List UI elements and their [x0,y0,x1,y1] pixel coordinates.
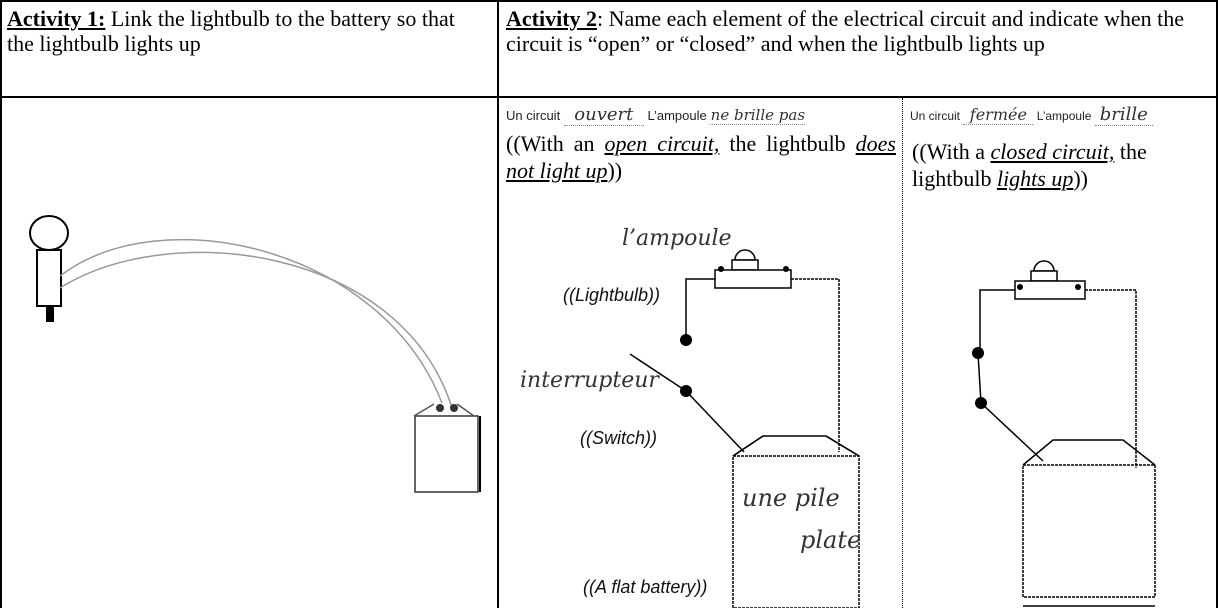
open-switch-handwritten-label: interrupteur [520,368,659,393]
open-caption-b: the lightbulb [719,131,856,156]
wire-2 [59,251,453,409]
lightbulb-glass [29,215,69,251]
activity1-header: Activity 1: Link the lightbulb to the ba… [7,6,487,56]
activity1-drawing [29,215,481,493]
closed-caption-em1: closed circuit, [990,139,1115,164]
closed-battery-body [1022,464,1156,598]
activity2-label: Activity 2 [506,6,598,31]
closed-caption: ((With a closed circuit, the lightbulb l… [912,138,1212,192]
closed-caption-a: ((With a [912,139,991,164]
open-circuit-answer: ouvert [563,104,644,126]
closed-switch-lever [977,352,982,404]
open-wire-left [685,278,715,336]
activity2-text: : Name each element of the electrical ci… [506,6,1185,56]
open-bulb-holder [731,259,759,271]
open-circuit-diagram [629,249,860,608]
activity2-header: Activity 2: Name each element of the ele… [506,6,1206,56]
closed-bulb-holder [1030,270,1058,282]
open-bulb-handwritten-label: l’ampoule [622,226,732,251]
open-bulb-answer: ne brille pas [710,106,806,125]
open-fill-line: Un circuit ouvert L’ampoule ne brille pa… [506,104,898,126]
closed-caption-c: )) [1073,166,1089,191]
lightbulb-contact [46,306,54,322]
activity2-panel-divider [902,98,903,608]
open-battery-body [732,455,860,608]
wire-1 [59,238,443,404]
activity1-label: Activity 1: [7,6,106,31]
closed-caption-em2: lights up [996,166,1074,191]
open-wire-right [791,278,840,452]
table-right-border [1216,0,1218,608]
battery-terminal-1 [436,404,444,412]
lightbulb-base [36,249,62,307]
open-caption-em1: open circuit, [604,131,720,156]
battery-terminal-2 [450,404,458,412]
header-divider [0,96,1218,98]
open-bulb-translation: ((Lightbulb)) [563,285,661,305]
open-bulb-socket [714,269,792,289]
table-top-border [0,0,1218,2]
closed-middle: L’ampoule [1036,109,1092,123]
closed-wire-right [1085,289,1137,468]
open-bulb-glass [734,249,756,261]
battery-box [414,415,479,493]
open-caption-c: )) [607,158,623,183]
open-prefix: Un circuit [506,108,561,123]
closed-bulb-glass [1033,260,1055,272]
open-caption-a: ((With an [506,131,605,156]
closed-circuit-answer: fermée [963,105,1034,125]
closed-caption-b: the lightbulb [912,139,1147,191]
open-switch-top-contact [680,334,692,346]
closed-battery-top [1022,439,1156,466]
closed-bulb-answer: brille [1094,104,1153,126]
closed-bulb-socket [1014,280,1086,300]
closed-wire-left [979,289,1015,348]
open-switch-lever [629,353,687,392]
activity1-text: Link the lightbulb to the battery so tha… [7,6,455,56]
open-battery-handwritten-2: plate [800,526,862,554]
table-left-border [0,0,2,608]
open-caption: ((With an open circuit, the lightbulb do… [506,130,896,184]
column-divider [497,0,499,608]
closed-prefix: Un circuit [910,109,961,123]
closed-fill-line: Un circuit fermée L’ampoule brille [910,104,1215,126]
open-battery-translation: ((A flat battery)) [583,577,708,597]
closed-circuit-diagram [972,260,1156,607]
open-middle: L’ampoule [647,108,707,123]
open-switch-translation: ((Switch)) [580,428,657,448]
open-caption-em2: does not light up [506,131,896,183]
open-battery-handwritten-1: une pile [742,484,840,512]
open-battery-top [732,435,860,457]
